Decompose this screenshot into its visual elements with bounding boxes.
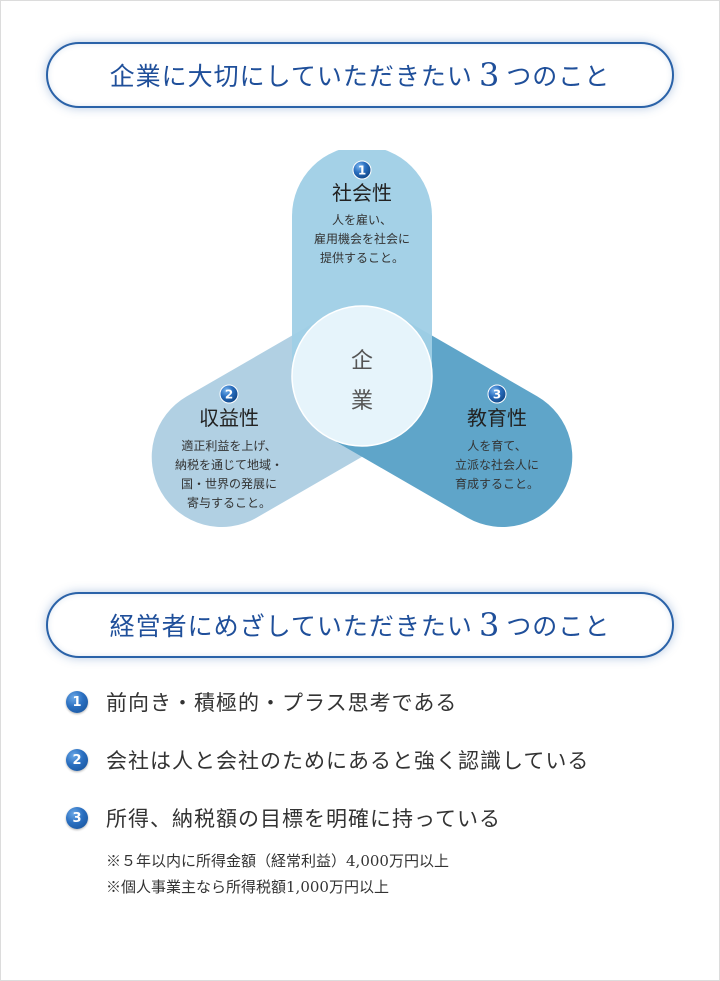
lobe-title: 収益性 xyxy=(199,406,259,430)
number-badge-icon xyxy=(487,384,507,404)
lobe-description-line: 立派な社会人に xyxy=(455,457,539,472)
list-item: 3 所得、納税額の目標を明確に持っている xyxy=(66,804,686,832)
center-label-top: 企 xyxy=(351,349,373,374)
number-badge-icon: 1 xyxy=(66,691,88,713)
section-title-number: 3 xyxy=(478,606,501,644)
section-title-manager: 経営者にめざしていただきたい 3 つのこと xyxy=(46,592,674,658)
lobe-description-line: 育成すること。 xyxy=(455,476,539,491)
list-item-text: 会社は人と会社のためにあると強く認識している xyxy=(106,749,590,773)
lobe-number: 3 xyxy=(493,388,501,402)
lobe-description-line: 提供すること。 xyxy=(320,250,404,265)
lobe-description-line: 人を育て、 xyxy=(467,438,526,453)
list-item-text: 前向き・積極的・プラス思考である xyxy=(106,691,458,715)
section-title-suffix: つのこと xyxy=(506,612,611,641)
lobe-description-line: 適正利益を上げ、 xyxy=(181,438,276,453)
center-label-bottom: 業 xyxy=(351,389,373,414)
lobe-number: 2 xyxy=(225,388,233,402)
lobe-title: 社会性 xyxy=(332,181,392,205)
lobe-title: 教育性 xyxy=(467,406,527,430)
center-circle xyxy=(291,305,433,447)
lobe-description-line: 国・世界の発展に xyxy=(181,477,277,491)
note-sole-proprietor: ※個人事業主なら所得税額1,000万円以上 xyxy=(106,878,389,896)
section-title-text: 経営者にめざしていただきたい xyxy=(109,612,473,641)
number-badge-icon: 2 xyxy=(66,749,88,771)
lobe-description-line: 人を雇い、 xyxy=(332,212,392,227)
manager-goals-list: 1 前向き・積極的・プラス思考である 2 会社は人と会社のためにあると強く認識し… xyxy=(66,688,686,862)
section-title-number: 3 xyxy=(478,56,501,94)
lobe-description-line: 雇用機会を社会に xyxy=(314,231,410,246)
lobe-number: 1 xyxy=(358,164,366,178)
list-item: 2 会社は人と会社のためにあると強く認識している xyxy=(66,746,686,774)
notes: ※５年以内に所得金額（経常利益）4,000万円以上 ※個人事業主なら所得税額1,… xyxy=(106,848,449,900)
note-income: ※５年以内に所得金額（経常利益）4,000万円以上 xyxy=(106,852,449,870)
lobe-description-line: 寄与すること。 xyxy=(187,495,271,510)
list-item: 1 前向き・積極的・プラス思考である xyxy=(66,688,686,716)
number-badge-icon: 3 xyxy=(66,807,88,829)
section-title-company: 企業に大切にしていただきたい 3 つのこと xyxy=(46,42,674,108)
number-badge-icon xyxy=(219,384,239,404)
list-item-text: 所得、納税額の目標を明確に持っている xyxy=(106,807,501,831)
number-badge-icon xyxy=(352,160,372,180)
lobe-description-line: 納税を通じて地域・ xyxy=(175,458,283,472)
section-title-text: 企業に大切にしていただきたい xyxy=(109,62,473,91)
section-title-suffix: つのこと xyxy=(506,62,611,91)
